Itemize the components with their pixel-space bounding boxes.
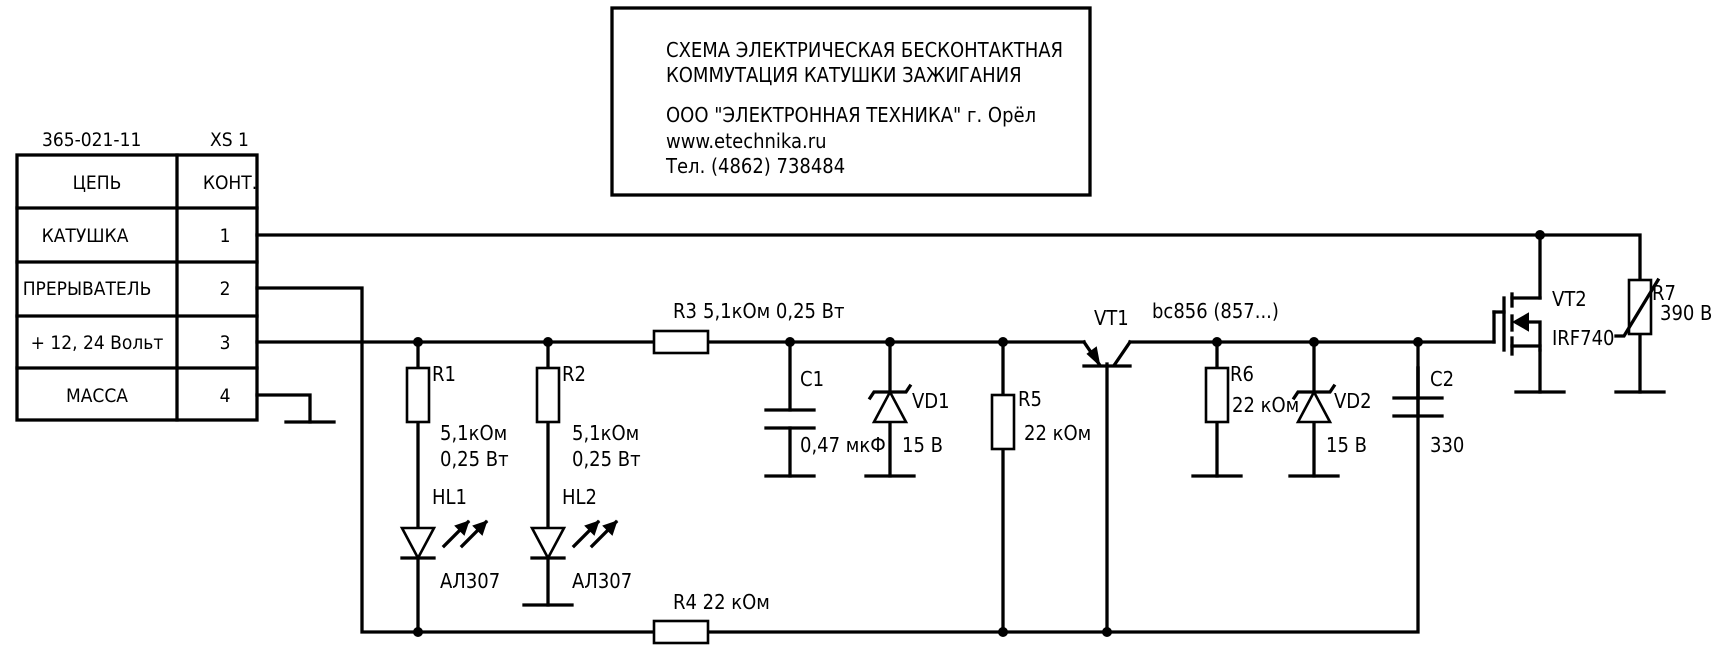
vd2-value: 15 В <box>1326 433 1367 457</box>
hl2-part: АЛ307 <box>572 569 632 593</box>
vd1-label: VD1 <box>912 389 950 413</box>
row-2-circuit: ПРЕРЫВАТЕЛЬ <box>23 278 152 300</box>
r5-label: R5 <box>1018 387 1042 411</box>
hl2-label: HL2 <box>562 485 597 509</box>
vt2-part: IRF740 <box>1552 326 1615 350</box>
r4-label: R4 22 кОм <box>673 590 770 614</box>
connector-table: 365-021-11 XS 1 ЦЕПЬ КОНТ. КАТУШКА 1 ПРЕ… <box>15 129 259 422</box>
row-1-contact: 1 <box>220 225 231 247</box>
title-line-2: КОММУТАЦИЯ КАТУШКИ ЗАЖИГАНИЯ <box>666 63 1022 87</box>
zener-vd2: VD2 15 В <box>1291 383 1372 457</box>
r2-label: R2 <box>562 362 586 386</box>
row-2-contact: 2 <box>220 278 231 300</box>
r1-label: R1 <box>432 362 456 386</box>
r6-label: R6 <box>1230 362 1254 386</box>
r1-power: 0,25 Вт <box>440 447 509 471</box>
connector-part-number: 365-021-11 <box>42 129 141 151</box>
header-circuit: ЦЕПЬ <box>73 172 122 194</box>
resistor-r1: R1 5,1кОм 0,25 Вт <box>405 362 509 471</box>
row-3-contact: 3 <box>220 332 231 354</box>
transistor-vt1: VT1 bc856 (857...) <box>1081 299 1279 368</box>
row-4-circuit: МАССА <box>66 385 128 407</box>
r5-value: 22 кОм <box>1024 421 1091 445</box>
r3-label: R3 <box>673 299 697 323</box>
r7-value: 390 В <box>1660 301 1712 325</box>
junction-dots <box>413 230 1545 637</box>
hl1-label: HL1 <box>432 485 467 509</box>
company-name: ООО "ЭЛЕКТРОННАЯ ТЕХНИКА" г. Орёл <box>666 103 1036 127</box>
company-website: www.etechnika.ru <box>666 129 827 153</box>
r3-spec: 5,1кОм 0,25 Вт <box>703 299 845 323</box>
resistor-r6: R6 22 кОм <box>1204 362 1299 424</box>
resistor-r2: R2 5,1кОм 0,25 Вт <box>535 362 641 471</box>
vt1-label: VT1 <box>1094 306 1129 330</box>
header-contact: КОНТ. <box>203 172 257 194</box>
r1-value: 5,1кОм <box>440 421 507 445</box>
r6-value: 22 кОм <box>1232 393 1299 417</box>
mosfet-vt2: VT2 IRF740 <box>1492 287 1615 356</box>
resistor-r3: R3 5,1кОм 0,25 Вт <box>652 299 845 355</box>
capacitor-c1: C1 0,47 мкФ <box>764 367 886 457</box>
vd1-value: 15 В <box>902 433 943 457</box>
resistor-r4: R4 22 кОм <box>652 590 770 645</box>
r7-label: R7 <box>1652 281 1676 305</box>
r2-value: 5,1кОм <box>572 421 639 445</box>
vt1-part: bc856 (857...) <box>1152 299 1279 323</box>
r2-power: 0,25 Вт <box>572 447 641 471</box>
zener-vd1: VD1 15 В <box>867 383 950 457</box>
row-3-circuit: + 12, 24 Вольт <box>31 332 164 354</box>
connector-designator: XS 1 <box>210 129 249 151</box>
vd2-label: VD2 <box>1334 389 1372 413</box>
varistor-r7: R7 390 В <box>1614 277 1712 338</box>
row-4-contact: 4 <box>220 385 231 407</box>
c1-label: C1 <box>800 367 824 391</box>
title-line-1: СХЕМА ЭЛЕКТРИЧЕСКАЯ БЕСКОНТАКТНАЯ <box>666 38 1063 62</box>
c2-label: C2 <box>1430 367 1454 391</box>
wire-coil <box>255 233 1542 300</box>
led-hl2: HL2 АЛ307 <box>529 485 632 593</box>
led-hl1: HL1 АЛ307 <box>399 485 500 593</box>
vt2-label: VT2 <box>1552 287 1587 311</box>
hl1-part: АЛ307 <box>440 569 500 593</box>
c1-value: 0,47 мкФ <box>800 433 886 457</box>
resistor-r5: R5 22 кОм <box>990 387 1091 451</box>
company-phone: Тел. (4862) 738484 <box>665 154 845 178</box>
title-block-frame <box>610 6 1092 197</box>
title-block: СХЕМА ЭЛЕКТРИЧЕСКАЯ БЕСКОНТАКТНАЯ КОММУТ… <box>610 6 1092 197</box>
row-1-circuit: КАТУШКА <box>42 225 129 247</box>
capacitor-c2: C2 330 <box>1392 367 1464 457</box>
c2-value: 330 <box>1430 433 1464 457</box>
wire-ground <box>255 393 312 424</box>
wire-breaker <box>255 286 1420 634</box>
